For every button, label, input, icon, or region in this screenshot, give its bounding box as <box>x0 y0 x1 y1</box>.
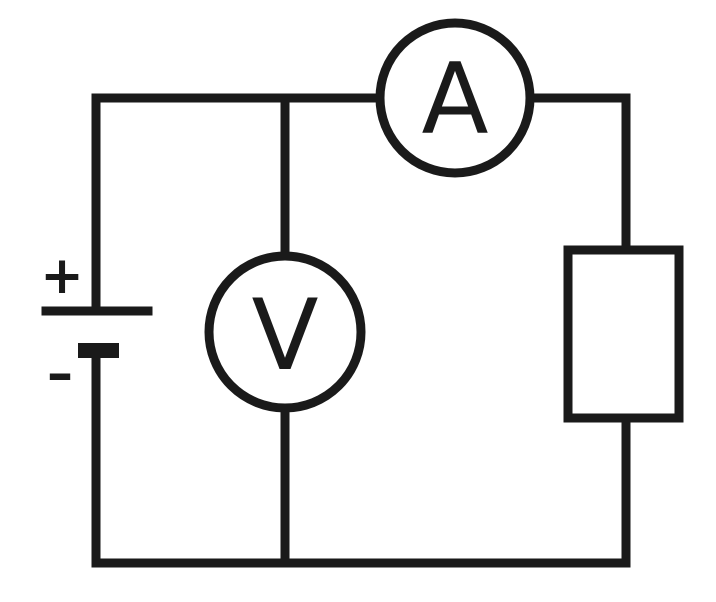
voltmeter-symbol: V <box>251 279 318 393</box>
ammeter: A <box>375 18 535 178</box>
battery-negative-plate <box>78 343 119 358</box>
ammeter-ring <box>375 18 535 178</box>
voltmeter-ring <box>204 251 366 413</box>
battery-cell: + – <box>40 246 153 404</box>
wire-top-right <box>525 93 631 255</box>
voltmeter: V <box>204 251 366 413</box>
ammeter-symbol: A <box>421 43 488 157</box>
battery-positive-sign: + <box>40 246 84 306</box>
battery-negative-sign: – <box>47 344 73 404</box>
wires <box>91 93 631 568</box>
resistor <box>563 245 684 423</box>
wire-right-lower <box>91 345 631 568</box>
resistor-body <box>563 245 684 423</box>
